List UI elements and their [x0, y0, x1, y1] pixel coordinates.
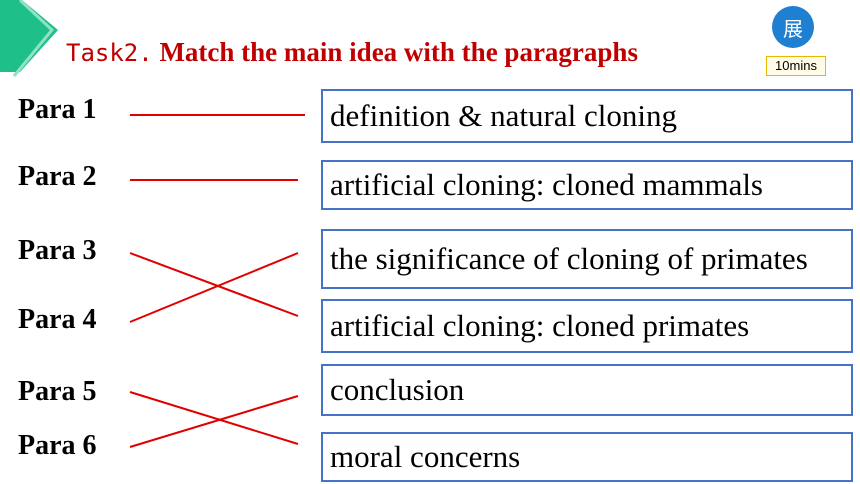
para-label-6: Para 6	[18, 430, 97, 461]
corner-decoration	[0, 0, 58, 77]
idea-box-2[interactable]: artificial cloning: cloned mammals	[321, 160, 853, 210]
display-badge: 展	[772, 6, 814, 48]
match-line-3	[129, 252, 299, 317]
timer-badge: 10mins	[766, 56, 826, 76]
para-label-4: Para 4	[18, 304, 97, 335]
idea-box-4[interactable]: artificial cloning: cloned primates	[321, 299, 853, 353]
title-text: Match the main idea with the paragraphs	[159, 37, 638, 67]
idea-box-5[interactable]: conclusion	[321, 364, 853, 416]
match-line-4	[129, 252, 299, 323]
match-line-5	[129, 391, 299, 445]
match-line-6	[129, 395, 299, 448]
para-label-3: Para 3	[18, 235, 97, 266]
idea-box-1[interactable]: definition & natural cloning	[321, 89, 853, 143]
para-label-1: Para 1	[18, 94, 97, 125]
page-title: Task2. Match the main idea with the para…	[66, 36, 638, 69]
para-label-5: Para 5	[18, 376, 97, 407]
idea-box-6[interactable]: moral concerns	[321, 432, 853, 482]
idea-box-3[interactable]: the significance of cloning of primates	[321, 229, 853, 289]
task-label: Task2.	[66, 39, 153, 67]
para-label-2: Para 2	[18, 161, 97, 192]
